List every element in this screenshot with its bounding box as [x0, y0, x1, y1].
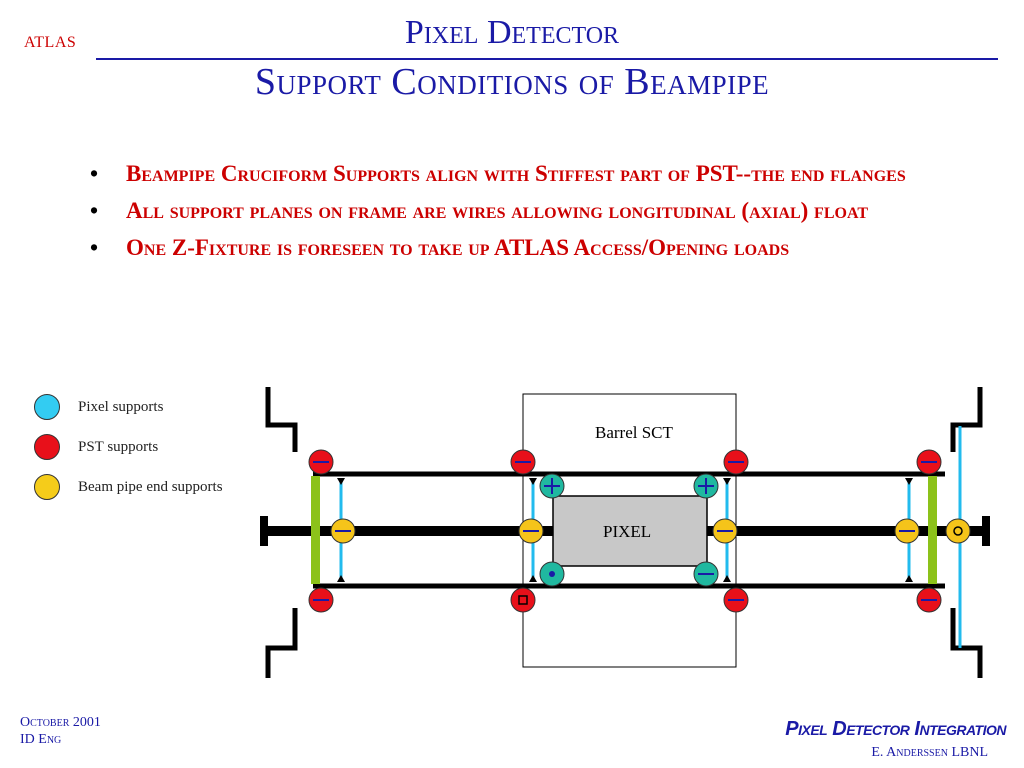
- pixel-supports: [539, 473, 719, 587]
- footer-date-block: October 2001 ID Eng: [20, 714, 101, 748]
- pixel-support-marker: [539, 473, 565, 499]
- footer-dept: ID Eng: [20, 732, 62, 747]
- pst-support-marker: [916, 449, 942, 475]
- footer-credit-block: Pixel Detector Integration E. Anderssen …: [785, 718, 1006, 761]
- footer-author: E. Anderssen LBNL: [871, 745, 988, 760]
- bullet-list: • Beampipe Cruciform Supports align with…: [90, 158, 950, 269]
- pst-support-marker: [308, 587, 334, 613]
- beampipe-support-marker: [518, 518, 544, 544]
- end-bracket-left: [265, 387, 298, 678]
- bullet-icon: •: [90, 235, 99, 260]
- pixel-support-marker: [693, 561, 719, 587]
- beampipe-support-marker: [712, 518, 738, 544]
- slide-title: Pixel Detector: [404, 14, 620, 51]
- beampipe-support-marker: [330, 518, 356, 544]
- barrel-sct-label: Barrel SCT: [595, 423, 674, 442]
- pixel-box: [552, 495, 708, 567]
- bullet-icon: •: [90, 161, 99, 186]
- bullet-text: One Z-Fixture is foreseen to take up ATL…: [126, 235, 790, 260]
- end-flange-left: [311, 476, 320, 584]
- beampipe-support-marker: [945, 518, 971, 544]
- bullet-text: All support planes on frame are wires al…: [126, 198, 868, 223]
- pst-support-marker: [308, 449, 334, 475]
- footer-project: Pixel Detector Integration: [785, 718, 1006, 740]
- pixel-support-marker: [693, 473, 719, 499]
- pixel-label: PIXEL: [603, 522, 651, 541]
- legend-label: PST supports: [78, 439, 159, 455]
- beampipe-end-right: [982, 516, 990, 546]
- circle-icon: [34, 394, 60, 420]
- support-diagram: Barrel SCT PIXEL: [260, 387, 990, 678]
- title-rule: [96, 58, 998, 60]
- footer-date: October 2001: [20, 715, 101, 730]
- legend-label: Beam pipe end supports: [78, 479, 223, 495]
- pst-supports: [308, 449, 942, 613]
- pst-support-marker: [723, 587, 749, 613]
- pst-support-marker: [510, 587, 536, 613]
- beampipe-supports: [330, 518, 971, 544]
- beampipe-end-left: [260, 516, 268, 546]
- bullet-item: • All support planes on frame are wires …: [90, 195, 950, 226]
- pixel-support-marker: [539, 561, 565, 587]
- pst-support-marker: [723, 449, 749, 475]
- bullet-text: Beampipe Cruciform Supports align with S…: [126, 161, 906, 186]
- end-flange-right: [928, 476, 937, 584]
- wire-end-markers: [337, 478, 913, 582]
- circle-icon: [34, 434, 60, 460]
- circle-icon: [34, 474, 60, 500]
- pst-support-marker: [916, 587, 942, 613]
- slide-subtitle: Support Conditions of Beampipe: [254, 61, 770, 103]
- beampipe-support-marker: [894, 518, 920, 544]
- bullet-item: • Beampipe Cruciform Supports align with…: [90, 158, 950, 189]
- atlas-tag: ATLAS: [24, 34, 77, 51]
- pst-support-marker: [510, 449, 536, 475]
- bullet-item: • One Z-Fixture is foreseen to take up A…: [90, 232, 950, 263]
- legend-label: Pixel supports: [78, 399, 164, 415]
- end-bracket-right: [950, 387, 983, 678]
- bullet-icon: •: [90, 198, 99, 223]
